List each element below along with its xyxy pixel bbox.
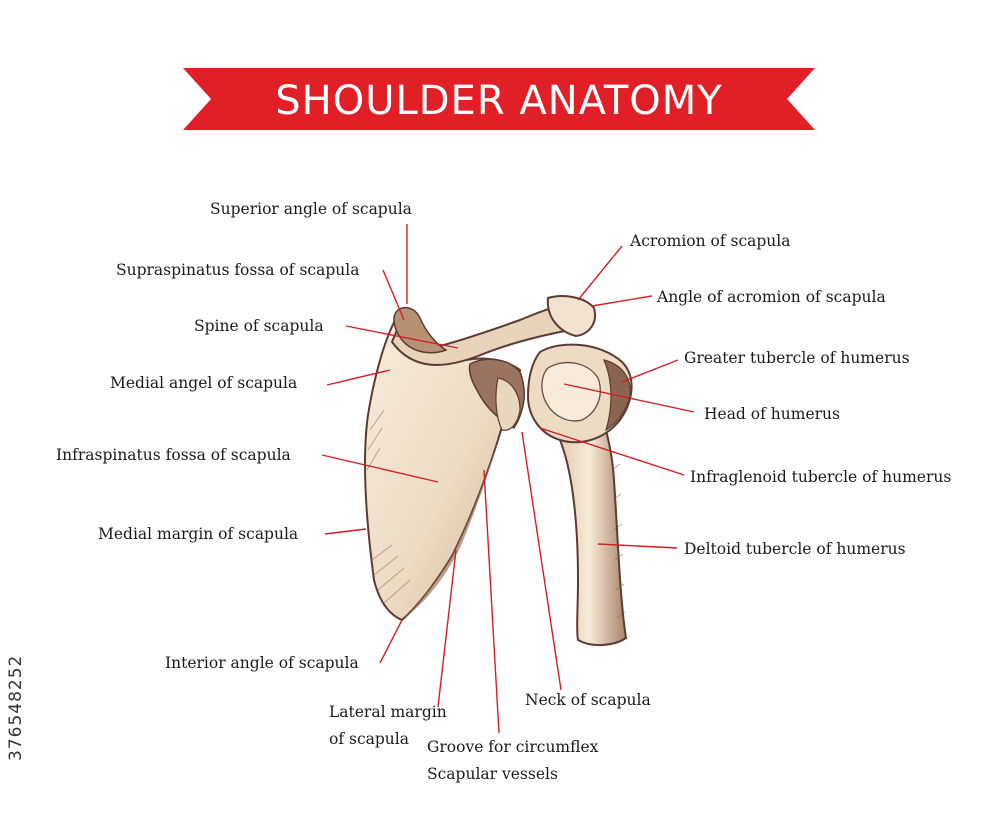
label-lateral-margin-line2: of scapula bbox=[329, 730, 409, 748]
glenoid bbox=[495, 377, 521, 431]
leader-greater-tubercle bbox=[621, 359, 679, 383]
banner-ribbon bbox=[183, 68, 815, 130]
leader-infraglenoid bbox=[539, 427, 685, 476]
leader-acromion-angle bbox=[591, 295, 653, 307]
label-supraspinatus-fossa: Supraspinatus fossa of scapula bbox=[116, 261, 359, 279]
label-acromion: Acromion of scapula bbox=[629, 232, 791, 250]
label-acromion-angle: Angle of acromion of scapula bbox=[656, 288, 886, 306]
label-greater-tubercle: Greater tubercle of humerus bbox=[684, 349, 910, 367]
stock-image-id: 376548252 bbox=[6, 654, 26, 762]
leader-supraspinatus bbox=[382, 269, 405, 321]
leader-deltoid bbox=[597, 543, 678, 549]
label-spine: Spine of scapula bbox=[194, 317, 324, 335]
title-banner: SHOULDER ANATOMY bbox=[183, 68, 815, 130]
humerus-shaft bbox=[558, 410, 628, 646]
leader-lines bbox=[321, 224, 695, 734]
label-infraspinatus-fossa: Infraspinatus fossa of scapula bbox=[56, 446, 291, 464]
leader-spine bbox=[345, 325, 459, 349]
humerus-articular-surface bbox=[541, 361, 601, 422]
label-neck: Neck of scapula bbox=[525, 691, 651, 709]
supraspinatus-area bbox=[393, 306, 448, 354]
leader-lateral-margin bbox=[437, 549, 457, 708]
label-head-humerus: Head of humerus bbox=[704, 405, 840, 423]
leader-neck bbox=[521, 431, 562, 691]
leader-medial-angle bbox=[326, 369, 391, 386]
label-deltoid-tubercle: Deltoid tubercle of humerus bbox=[684, 540, 906, 558]
label-groove-line1: Groove for circumflex bbox=[427, 738, 599, 756]
leader-interior-angle bbox=[379, 619, 403, 664]
acromion bbox=[546, 295, 596, 338]
label-interior-angle: Interior angle of scapula bbox=[165, 654, 359, 672]
label-superior-angle: Superior angle of scapula bbox=[210, 200, 412, 218]
humerus-hatching bbox=[611, 463, 626, 619]
label-infraglenoid: Infraglenoid tubercle of humerus bbox=[690, 468, 951, 486]
page-title: SHOULDER ANATOMY bbox=[275, 78, 723, 124]
leader-acromion bbox=[577, 245, 623, 301]
leader-infraspinatus bbox=[321, 454, 439, 483]
shoulder-illustration bbox=[364, 295, 633, 646]
label-groove-line2: Scapular vessels bbox=[427, 765, 558, 783]
leader-groove bbox=[483, 469, 500, 734]
label-medial-margin: Medial margin of scapula bbox=[98, 525, 298, 543]
label-lateral-margin-line1: Lateral margin bbox=[329, 703, 447, 721]
label-medial-angle: Medial angel of scapula bbox=[110, 374, 297, 392]
leader-head bbox=[563, 383, 695, 413]
labels: Superior angle of scapula Supraspinatus … bbox=[56, 200, 951, 783]
leader-medial-margin bbox=[324, 528, 367, 535]
